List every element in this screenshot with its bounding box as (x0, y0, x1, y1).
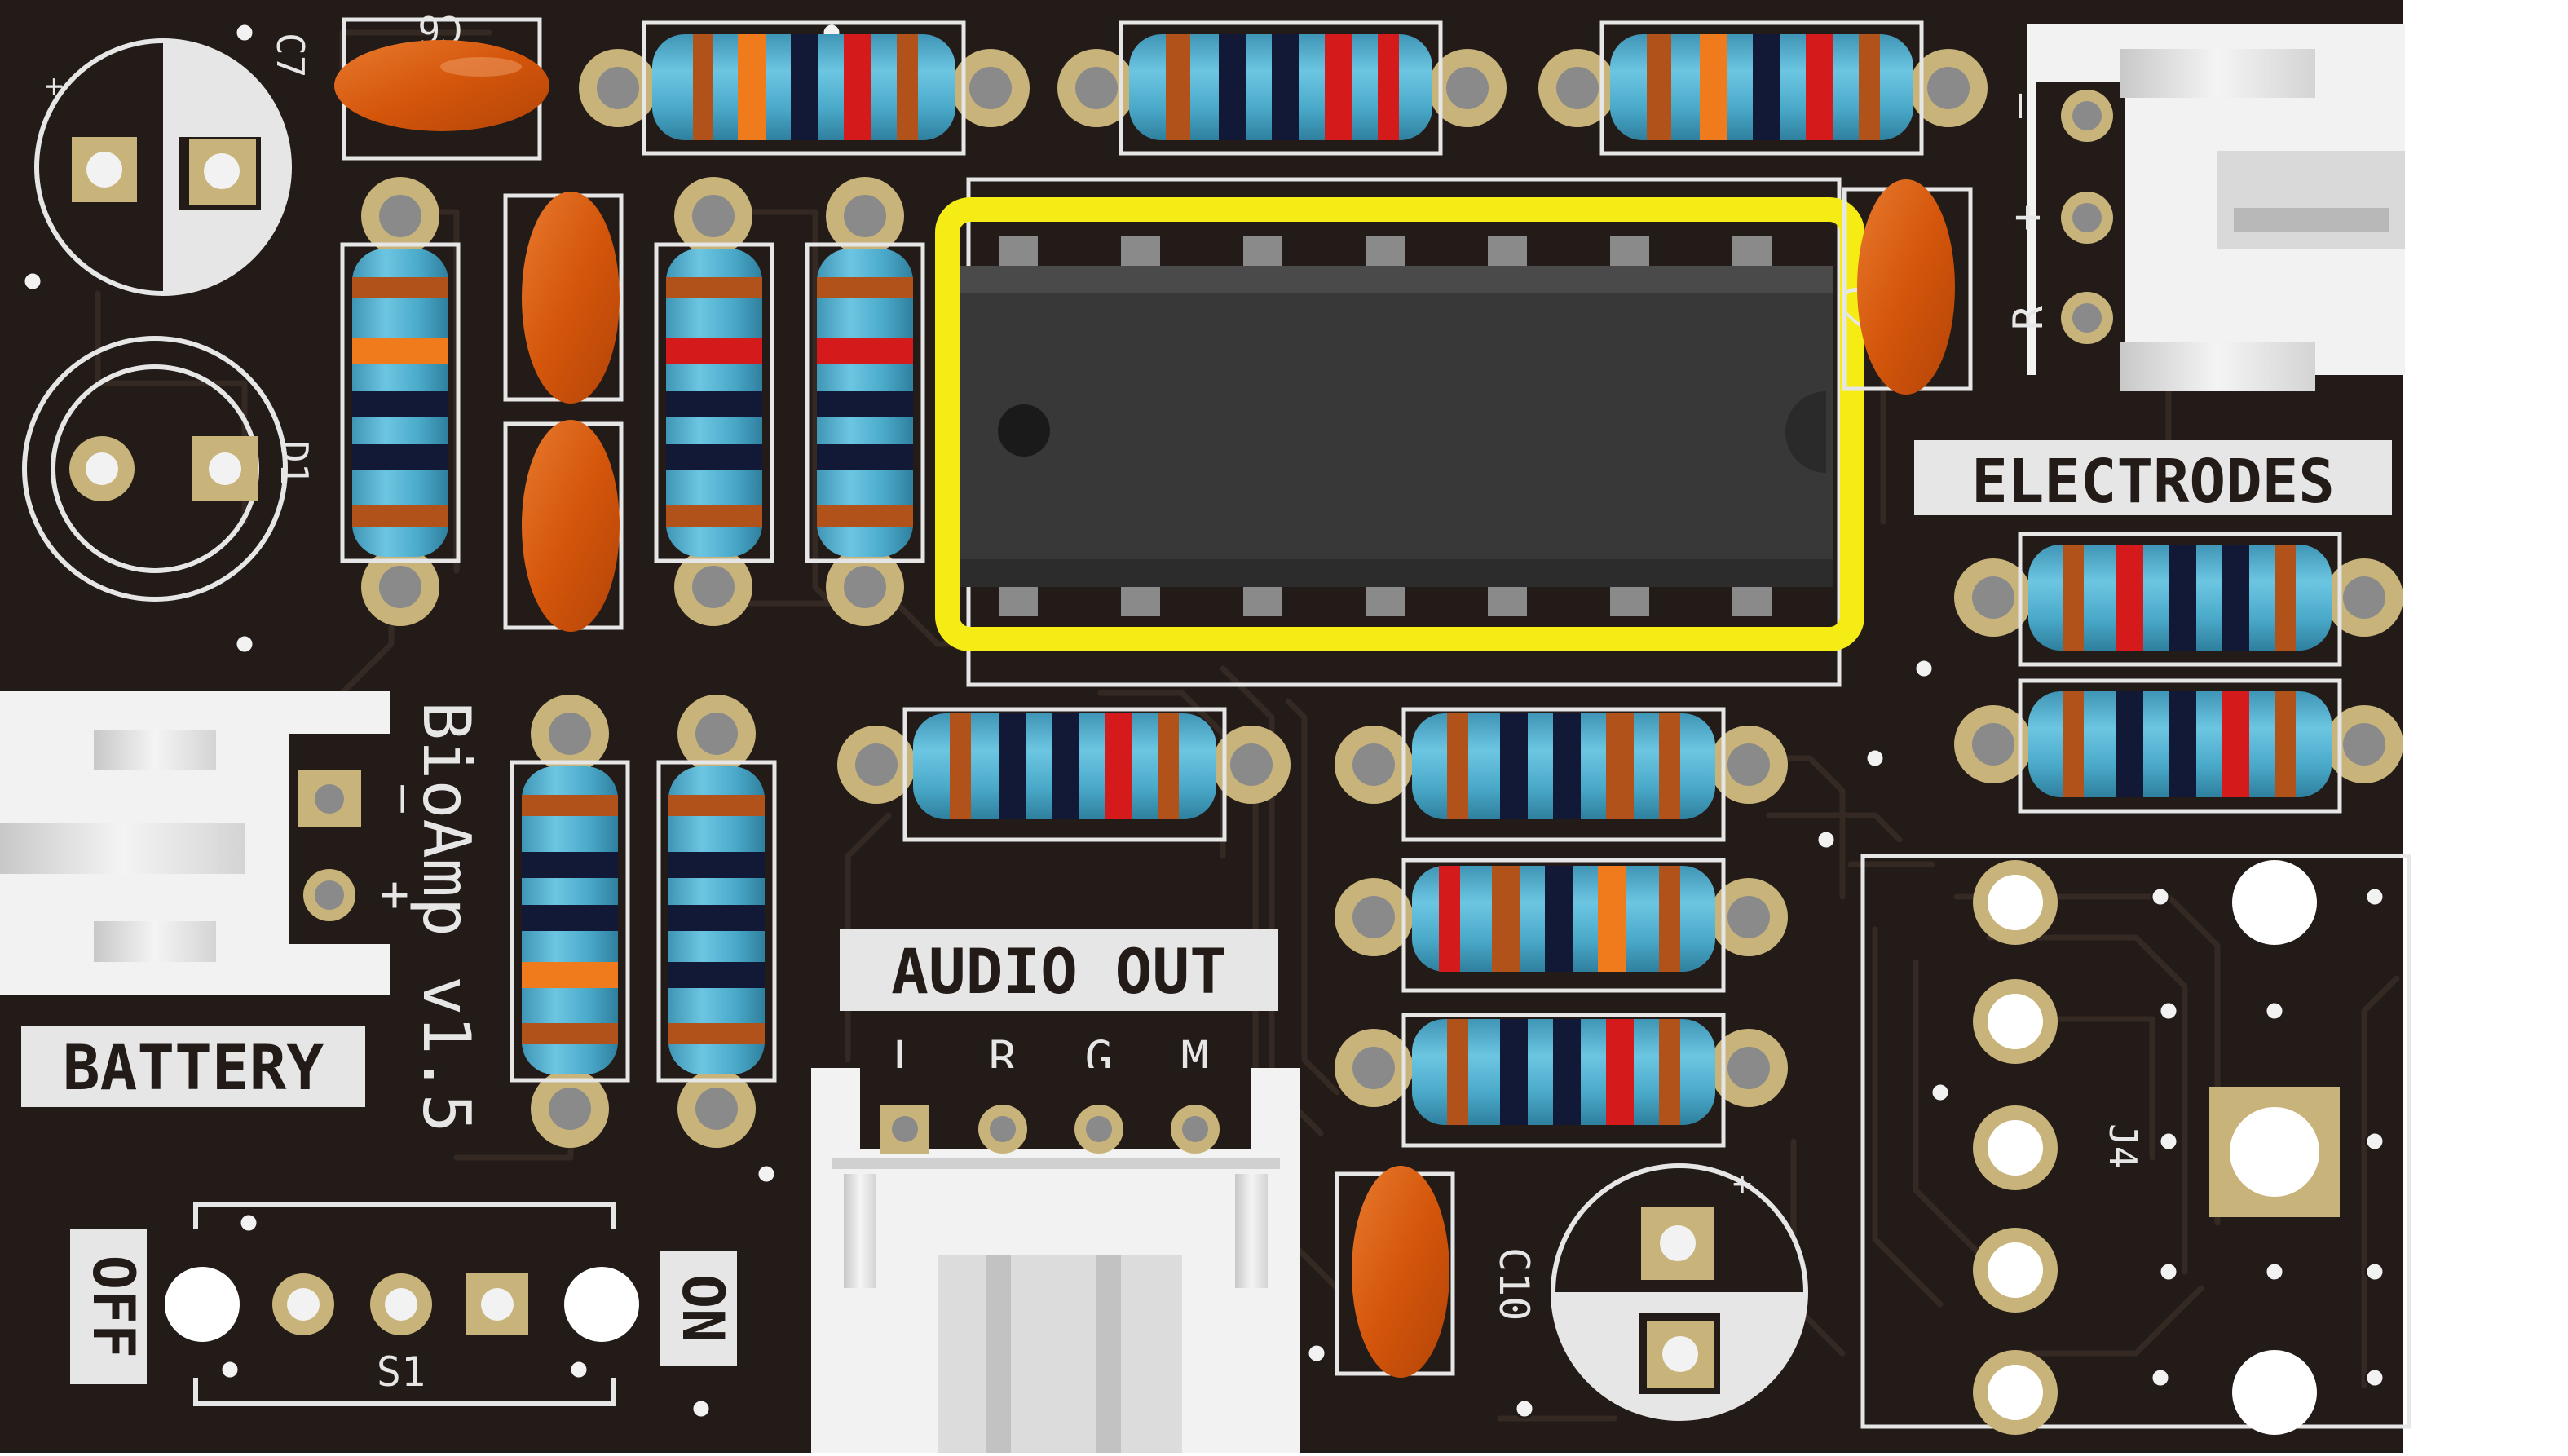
switch-on-text: ON (669, 1274, 736, 1343)
ic-bottom-pins (999, 582, 1772, 616)
resistor-top-3 (1538, 20, 1988, 156)
electrodes-label-text: ELECTRODES (1971, 447, 2335, 517)
capacitor-c2: C2 (1833, 179, 1973, 395)
resistor-mid-3 (1335, 858, 1788, 993)
capacitor-c7: + C7 (34, 33, 312, 296)
capacitor-c1: C1 (503, 192, 624, 404)
resistor-vertical-1 (340, 177, 461, 626)
c7-refdes: C7 (268, 33, 312, 77)
resistor-vertical-2 (654, 177, 774, 626)
resistor-vertical-5 (656, 695, 777, 1148)
switch-off-text: OFF (80, 1255, 147, 1358)
resistor-right-1 (1954, 532, 2403, 667)
resistor-top-1 (579, 20, 1030, 156)
audio-out-connector (811, 1068, 1300, 1453)
ic-top-pins (999, 236, 1772, 271)
capacitor-c5: C5 (503, 420, 624, 632)
capacitor-c10: + C10 (1490, 1163, 1808, 1421)
battery-label-text: BATTERY (63, 1031, 324, 1104)
j4-refdes: J4 (2101, 1123, 2145, 1168)
ic-highlight-box (935, 197, 1864, 651)
resistor-mid-4 (1335, 1013, 1788, 1148)
battery-label: BATTERY (21, 1026, 365, 1107)
resistor-right-2 (1954, 678, 2403, 814)
electrode-pin-plus: + (2001, 204, 2054, 232)
capacitor-c6: C6 (334, 7, 549, 161)
audio-out-label: AUDIO OUT (840, 929, 1278, 1011)
electrodes-label: ELECTRODES (1914, 440, 2392, 517)
switch-s1: S1 (165, 1202, 639, 1406)
battery-pin-plus: + (367, 880, 424, 910)
resistor-mid-1 (837, 707, 1291, 842)
switch-on-label: ON (660, 1251, 737, 1366)
s1-refdes: S1 (377, 1348, 426, 1396)
d1-refdes: D1 (272, 440, 316, 485)
electrodes-connector: – + R (1994, 24, 2405, 391)
electrode-pin-minus: – (1994, 93, 2041, 118)
switch-off-label: OFF (70, 1229, 147, 1384)
ic-pin1-dot (998, 404, 1050, 457)
resistor-mid-2 (1335, 707, 1788, 842)
audio-out-label-text: AUDIO OUT (891, 935, 1227, 1008)
capacitor-c3: C3 (1335, 1166, 1455, 1378)
c10-plus-mark: + (1732, 1165, 1752, 1202)
resistor-vertical-3 (805, 177, 925, 626)
c10-refdes: C10 (1490, 1247, 1538, 1321)
jack-j4: J4 (1860, 854, 2411, 1435)
resistor-vertical-4 (510, 695, 630, 1148)
ic-dip14 (935, 177, 1864, 687)
c7-plus-mark: + (45, 68, 64, 104)
version-label: BioAmp v1.5 (408, 701, 484, 1133)
resistor-top-2 (1057, 20, 1507, 156)
battery-connector: – + (0, 691, 431, 995)
electrode-pin-ref: R (2005, 305, 2052, 330)
battery-pin-minus: – (378, 785, 431, 813)
led-d1: D1 (22, 336, 316, 602)
